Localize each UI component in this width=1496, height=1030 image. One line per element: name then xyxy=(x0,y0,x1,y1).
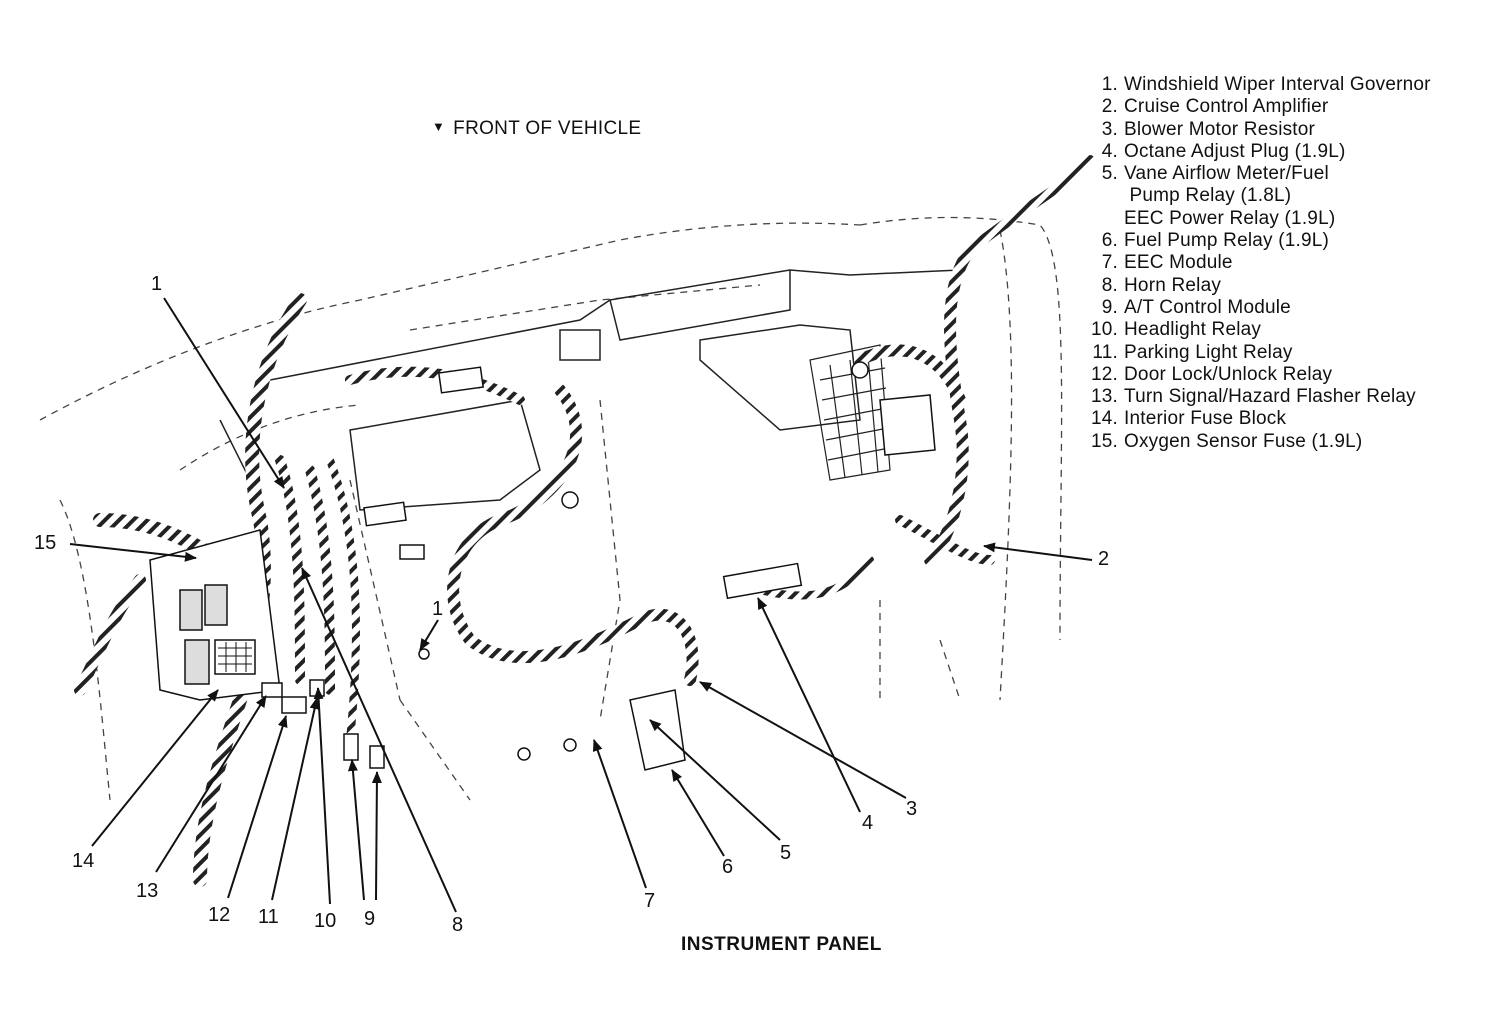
legend-number: 5. xyxy=(1101,163,1118,185)
callout-9: 9 xyxy=(364,908,376,930)
legend-item: 5. Vane Airflow Meter/Fuel xyxy=(1088,163,1431,185)
legend-number: 10. xyxy=(1090,319,1118,341)
callout-14: 14 xyxy=(72,850,95,872)
leader-1b xyxy=(419,619,439,651)
legend-item: 12. Door Lock/Unlock Relay xyxy=(1088,364,1431,386)
legend-text: EEC Power Relay (1.9L) xyxy=(1124,207,1336,229)
callout-12: 12 xyxy=(208,904,231,926)
legend-item: 13. Turn Signal/Hazard Flasher Relay xyxy=(1088,386,1431,408)
legend-text: Pump Relay (1.8L) xyxy=(1124,185,1292,207)
leader-15 xyxy=(69,543,197,562)
leader-5 xyxy=(649,719,781,841)
callout-6: 6 xyxy=(722,856,734,878)
legend-text: Octane Adjust Plug (1.9L) xyxy=(1124,140,1346,162)
legend-number: 2. xyxy=(1101,96,1118,118)
wiring-harness xyxy=(74,155,1095,887)
legend-number: 8. xyxy=(1101,274,1118,296)
callout-4: 4 xyxy=(862,812,874,834)
legend-item: 15. Oxygen Sensor Fuse (1.9L) xyxy=(1088,431,1431,453)
leader-10 xyxy=(313,687,331,905)
legend-text: Parking Light Relay xyxy=(1124,341,1293,363)
leader-7 xyxy=(592,739,647,889)
legend-number: 14. xyxy=(1090,408,1118,430)
interior-fuse-block xyxy=(149,529,281,701)
callout-8: 8 xyxy=(452,914,464,936)
legend-number: 7. xyxy=(1101,252,1118,274)
legend-text: Horn Relay xyxy=(1124,274,1222,296)
callout-3: 3 xyxy=(906,798,918,820)
leader-1 xyxy=(163,297,285,489)
legend-text: Door Lock/Unlock Relay xyxy=(1124,363,1333,385)
parts-legend: 1. Windshield Wiper Interval Governor 2. Cr… xyxy=(1088,74,1431,453)
legend-text: Interior Fuse Block xyxy=(1124,408,1287,430)
callout-1b: 1 xyxy=(432,598,444,620)
diagram-caption: INSTRUMENT PANEL xyxy=(681,934,882,955)
relay-components xyxy=(261,361,936,771)
legend-item: 1. Windshield Wiper Interval Governor xyxy=(1088,74,1431,96)
callout-2: 2 xyxy=(1098,548,1110,570)
legend-item: 3. Blower Motor Resistor xyxy=(1088,119,1431,141)
legend-number: 1. xyxy=(1101,74,1118,95)
legend-item: 4. Octane Adjust Plug (1.9L) xyxy=(1088,141,1431,163)
legend-number: 15. xyxy=(1090,430,1118,452)
legend-item: 6. Fuel Pump Relay (1.9L) xyxy=(1088,230,1431,252)
heater-core-grid xyxy=(809,344,891,481)
arrow-down-icon: ▼ xyxy=(432,119,446,134)
dashboard-outline xyxy=(39,216,1063,801)
legend-text: Blower Motor Resistor xyxy=(1124,118,1316,140)
legend-text: Fuel Pump Relay (1.9L) xyxy=(1124,230,1330,252)
leader-9b xyxy=(371,771,382,901)
legend-text: Turn Signal/Hazard Flasher Relay xyxy=(1124,386,1416,408)
legend-number: 6. xyxy=(1101,230,1118,252)
legend-text: Cruise Control Amplifier xyxy=(1124,96,1329,118)
legend-number: 11. xyxy=(1092,341,1118,363)
leader-2 xyxy=(983,542,1093,561)
leader-14 xyxy=(91,689,219,847)
leader-8 xyxy=(301,567,457,913)
legend-text: Oxygen Sensor Fuse (1.9L) xyxy=(1124,430,1363,452)
leader-12 xyxy=(227,715,288,899)
legend-number: 13. xyxy=(1090,386,1118,408)
legend-number: 12. xyxy=(1090,363,1118,385)
callout-10: 10 xyxy=(314,910,337,932)
leader-3 xyxy=(699,681,907,799)
leader-11 xyxy=(271,697,320,901)
callout-15: 15 xyxy=(34,532,57,554)
callout-1: 1 xyxy=(151,273,163,295)
legend-item: EEC Power Relay (1.9L) xyxy=(1088,208,1431,230)
orientation-label: ▼ FRONT OF VEHICLE xyxy=(432,118,641,140)
leader-9a xyxy=(347,759,365,901)
legend-text: Headlight Relay xyxy=(1124,319,1262,341)
legend-item: 10. Headlight Relay xyxy=(1088,319,1431,341)
callout-5: 5 xyxy=(780,842,792,864)
legend-text: Vane Airflow Meter/Fuel xyxy=(1124,163,1329,185)
legend-item: 14. Interior Fuse Block xyxy=(1088,408,1431,430)
legend-item: Pump Relay (1.8L) xyxy=(1088,185,1431,207)
legend-item: 9. A/T Control Module xyxy=(1088,297,1431,319)
callout-7: 7 xyxy=(644,890,656,912)
legend-item: 7. EEC Module xyxy=(1088,252,1431,274)
callout-leaders xyxy=(69,297,1093,913)
legend-text: Windshield Wiper Interval Governor xyxy=(1124,74,1431,95)
callout-13: 13 xyxy=(136,880,159,902)
legend-item: 2. Cruise Control Amplifier xyxy=(1088,96,1431,118)
legend-number: 4. xyxy=(1101,140,1118,162)
callout-11: 11 xyxy=(258,906,279,928)
leader-13 xyxy=(155,695,267,873)
legend-item: 11. Parking Light Relay xyxy=(1088,342,1431,364)
legend-number: 9. xyxy=(1101,296,1118,318)
orientation-text: FRONT OF VEHICLE xyxy=(453,118,642,139)
legend-text: A/T Control Module xyxy=(1124,296,1291,318)
legend-number: 3. xyxy=(1101,118,1118,140)
leader-6 xyxy=(671,769,725,857)
leader-4 xyxy=(757,597,861,813)
legend-text: EEC Module xyxy=(1124,252,1233,274)
legend-item: 8. Horn Relay xyxy=(1088,275,1431,297)
